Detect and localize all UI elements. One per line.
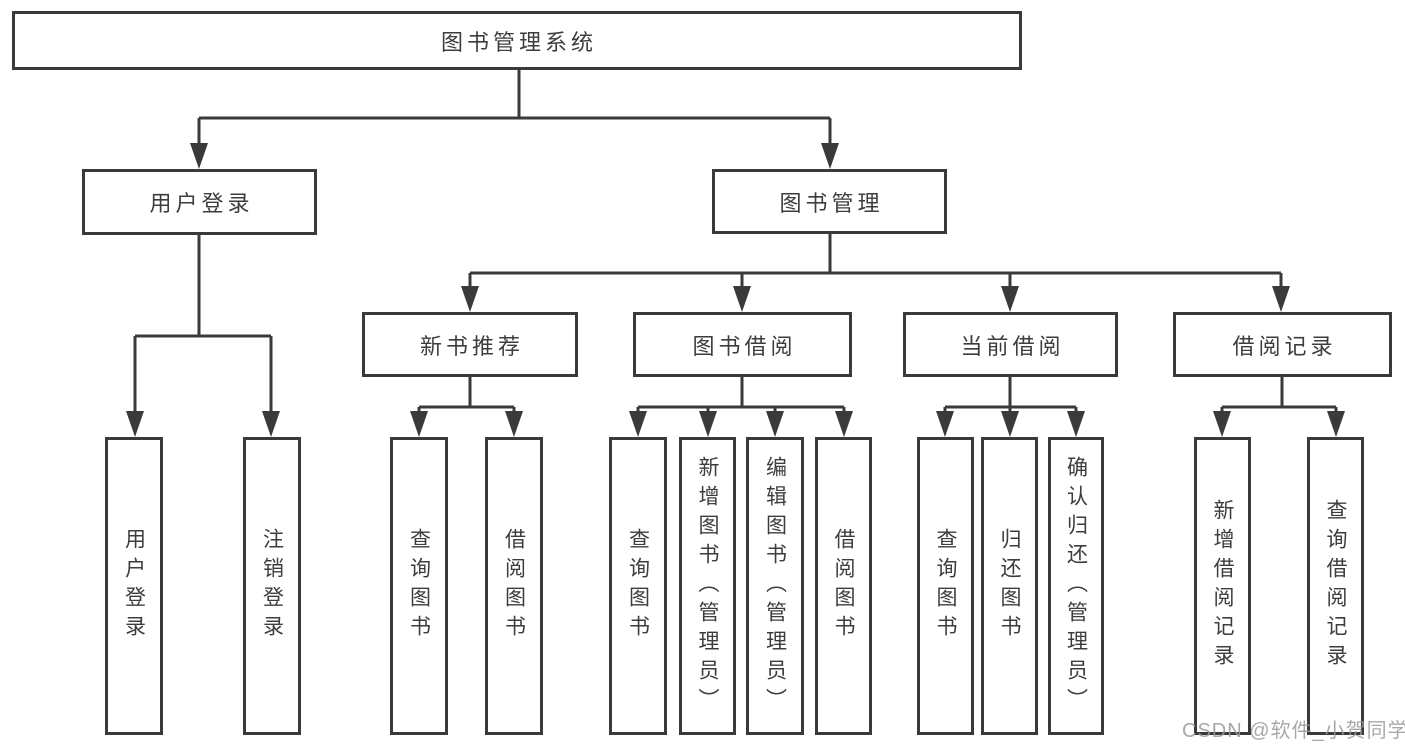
leaf-current-return-book: 归还图书 <box>981 437 1038 735</box>
connector-root-to-level2 <box>190 70 839 169</box>
node-borrow-records: 借阅记录 <box>1173 312 1392 377</box>
connector-user-login-children <box>126 235 280 437</box>
leaf-records-add-record-label: 新增借阅记录 <box>1211 499 1234 673</box>
leaf-borrow-edit-book-admin: 编辑图书（管理员） <box>746 437 804 735</box>
connector-new-book-children <box>410 377 523 437</box>
leaf-records-add-record: 新增借阅记录 <box>1194 437 1251 735</box>
node-root: 图书管理系统 <box>12 11 1022 70</box>
leaf-borrow-add-book-admin-label: 新增图书（管理员） <box>696 455 719 717</box>
connector-book-management-sections <box>461 234 1290 312</box>
node-root-label: 图书管理系统 <box>440 29 597 55</box>
leaf-newbook-query-book-label: 查询图书 <box>407 528 431 644</box>
node-book-borrow: 图书借阅 <box>633 312 852 377</box>
node-book-borrow-label: 图书借阅 <box>692 333 797 359</box>
node-new-book-recommend-label: 新书推荐 <box>419 333 524 359</box>
leaf-borrow-borrow-book-label: 借阅图书 <box>832 528 855 644</box>
node-user-login-label: 用户登录 <box>149 191 254 216</box>
leaf-newbook-borrow-book-label: 借阅图书 <box>502 528 526 644</box>
connector-current-children <box>936 377 1085 437</box>
node-user-login: 用户登录 <box>82 169 317 235</box>
leaf-borrow-add-book-admin: 新增图书（管理员） <box>679 437 736 735</box>
leaf-user-login: 用户登录 <box>105 437 163 735</box>
node-borrow-records-label: 借阅记录 <box>1232 333 1337 359</box>
csdn-watermark: CSDN @软件_小贺同学 <box>1182 720 1405 742</box>
leaf-current-confirm-return-admin: 确认归还（管理员） <box>1048 437 1104 735</box>
node-current-borrow-label: 当前借阅 <box>960 333 1065 359</box>
connector-records-children <box>1213 377 1345 437</box>
leaf-current-query-book-label: 查询图书 <box>934 528 957 644</box>
leaf-newbook-borrow-book: 借阅图书 <box>485 437 543 735</box>
leaf-borrow-borrow-book: 借阅图书 <box>815 437 872 735</box>
leaf-records-query-record-label: 查询借阅记录 <box>1324 499 1347 673</box>
node-book-management: 图书管理 <box>712 169 947 234</box>
connector-borrow-children <box>629 377 853 437</box>
leaf-borrow-edit-book-admin-label: 编辑图书（管理员） <box>763 455 787 717</box>
leaf-current-confirm-return-admin-label: 确认归还（管理员） <box>1064 455 1088 717</box>
node-new-book-recommend: 新书推荐 <box>362 312 578 377</box>
leaf-current-return-book-label: 归还图书 <box>998 528 1021 644</box>
leaf-logout: 注销登录 <box>243 437 301 735</box>
leaf-logout-label: 注销登录 <box>260 528 284 644</box>
node-book-management-label: 图书管理 <box>779 190 884 216</box>
leaf-records-query-record: 查询借阅记录 <box>1307 437 1364 735</box>
leaf-current-query-book: 查询图书 <box>917 437 974 735</box>
leaf-borrow-query-book: 查询图书 <box>609 437 667 735</box>
leaf-user-login-label: 用户登录 <box>122 528 146 644</box>
leaf-newbook-query-book: 查询图书 <box>390 437 448 735</box>
node-current-borrow: 当前借阅 <box>903 312 1118 377</box>
leaf-borrow-query-book-label: 查询图书 <box>626 528 650 644</box>
